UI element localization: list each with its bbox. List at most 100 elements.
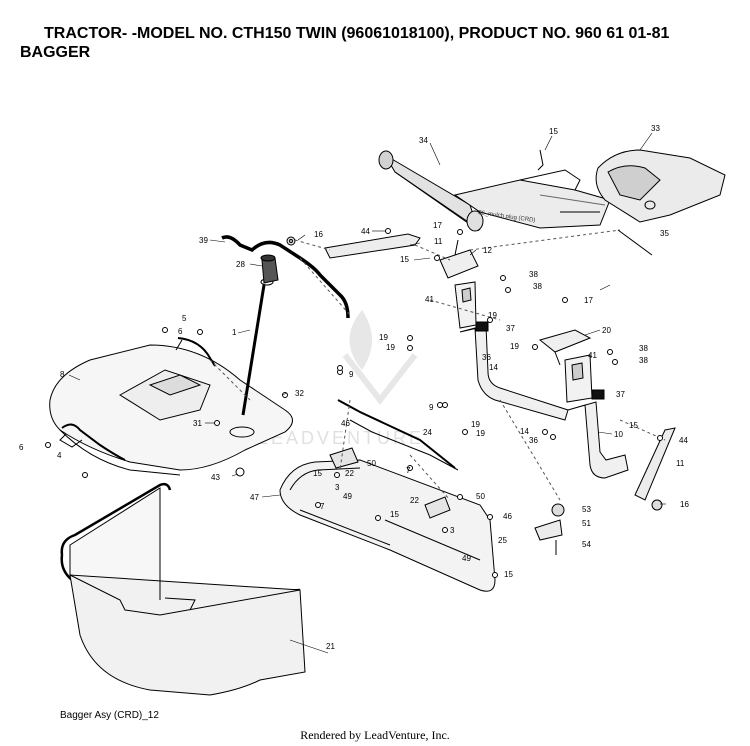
callout-33: 33 bbox=[651, 124, 660, 133]
chute-adapter[interactable] bbox=[453, 169, 611, 229]
callout-35: 35 bbox=[660, 229, 669, 238]
callout-46: 46 bbox=[341, 419, 350, 428]
callout-43: 43 bbox=[211, 473, 220, 482]
callout-47: 47 bbox=[250, 493, 259, 502]
callout-22b: 22 bbox=[410, 496, 419, 505]
callout-51: 51 bbox=[582, 519, 591, 528]
cam-lever[interactable] bbox=[534, 503, 565, 555]
latch-handle-left[interactable] bbox=[59, 423, 126, 461]
callout-34: 34 bbox=[419, 136, 428, 145]
callout-6b: 6 bbox=[19, 443, 24, 452]
callout-49: 49 bbox=[343, 492, 352, 501]
callout-16b: 16 bbox=[680, 500, 689, 509]
callout-14b: 14 bbox=[520, 427, 529, 436]
grass-bag[interactable] bbox=[60, 482, 306, 696]
callout-3: 3 bbox=[335, 483, 340, 492]
bumper-upper[interactable] bbox=[475, 321, 489, 332]
callout-11b: 11 bbox=[676, 459, 685, 468]
bracket-top[interactable] bbox=[324, 233, 421, 259]
page-title: TRACTOR- -MODEL NO. CTH150 TWIN (9606101… bbox=[20, 24, 740, 62]
callout-53: 53 bbox=[582, 505, 591, 514]
callout-50: 50 bbox=[367, 459, 376, 468]
callout-36: 36 bbox=[482, 353, 491, 362]
callout-44b: 44 bbox=[679, 436, 688, 445]
frame-tube-right[interactable] bbox=[564, 354, 629, 479]
callout-9b: 9 bbox=[429, 403, 434, 412]
callout-41: 41 bbox=[425, 295, 434, 304]
wire-handle[interactable] bbox=[221, 235, 350, 319]
assembly-lines bbox=[209, 229, 666, 501]
callout-24: 24 bbox=[423, 428, 432, 437]
callout-17b: 17 bbox=[584, 296, 593, 305]
nut-right[interactable] bbox=[651, 499, 663, 511]
callout-19f: 19 bbox=[476, 429, 485, 438]
callout-12: 12 bbox=[483, 246, 492, 255]
bumper-lower[interactable] bbox=[591, 389, 605, 400]
pin-35[interactable] bbox=[617, 229, 653, 256]
frame-tube-left[interactable] bbox=[454, 281, 569, 421]
callout-41b: 41 bbox=[588, 351, 597, 360]
discharge-tube[interactable] bbox=[378, 150, 484, 232]
callout-32: 32 bbox=[295, 389, 304, 398]
callout-21: 21 bbox=[326, 642, 335, 651]
callout-46b: 46 bbox=[503, 512, 512, 521]
clip-pin-top[interactable] bbox=[537, 149, 544, 171]
latch-handle-top[interactable] bbox=[175, 337, 216, 367]
callout-19d: 19 bbox=[510, 342, 519, 351]
callout-15: 15 bbox=[549, 127, 558, 136]
callout-5: 5 bbox=[182, 314, 187, 323]
callout-28: 28 bbox=[236, 260, 245, 269]
callout-17: 17 bbox=[433, 221, 442, 230]
callout-50b: 50 bbox=[476, 492, 485, 501]
callout-15b: 15 bbox=[400, 255, 409, 264]
footer-credit: Rendered by LeadVenture, Inc. bbox=[300, 728, 450, 742]
callout-38b: 38 bbox=[533, 282, 542, 291]
handle-grip[interactable] bbox=[260, 254, 279, 284]
callout-37: 37 bbox=[506, 324, 515, 333]
callout-19b: 19 bbox=[379, 333, 388, 342]
callout-10: 10 bbox=[614, 430, 623, 439]
callout-38d: 38 bbox=[639, 356, 648, 365]
latch-bracket[interactable] bbox=[439, 239, 479, 279]
callout-49b: 49 bbox=[462, 554, 471, 563]
callout-1: 1 bbox=[232, 328, 237, 337]
watermark-logo bbox=[342, 310, 418, 405]
callout-7b: 7 bbox=[320, 502, 325, 511]
nut-top[interactable] bbox=[286, 236, 296, 246]
lower-frame[interactable] bbox=[279, 459, 496, 592]
pivot-bracket[interactable] bbox=[329, 447, 451, 519]
callout-3b: 3 bbox=[450, 526, 455, 535]
callout-14: 14 bbox=[489, 363, 498, 372]
callout-36b: 36 bbox=[529, 436, 538, 445]
bracket-20[interactable] bbox=[538, 329, 592, 366]
callout-38: 38 bbox=[529, 270, 538, 279]
callout-6: 6 bbox=[178, 327, 183, 336]
callout-16: 16 bbox=[314, 230, 323, 239]
title-assembly-line: BAGGER bbox=[20, 44, 91, 61]
callout-31: 31 bbox=[193, 419, 202, 428]
title-model-line: TRACTOR- -MODEL NO. CTH150 TWIN (9606101… bbox=[44, 25, 670, 42]
callout-9: 9 bbox=[349, 370, 354, 379]
cross-bar-lower[interactable] bbox=[349, 419, 459, 471]
diagram-caption: Bagger Asy (CRD)_12 bbox=[60, 710, 159, 721]
callout-39: 39 bbox=[199, 236, 208, 245]
callout-19c: 19 bbox=[386, 343, 395, 352]
callout-4: 4 bbox=[57, 451, 62, 460]
callout-54: 54 bbox=[582, 540, 591, 549]
callout-19: 19 bbox=[488, 311, 497, 320]
callout-22: 22 bbox=[345, 469, 354, 478]
bolts[interactable] bbox=[45, 228, 663, 578]
bracket-right[interactable] bbox=[634, 427, 676, 501]
callout-44: 44 bbox=[361, 227, 370, 236]
callout-7: 7 bbox=[406, 466, 411, 475]
watermark-text: LEADVENTURE bbox=[258, 428, 424, 448]
callout-25: 25 bbox=[498, 536, 507, 545]
chute-housing[interactable] bbox=[595, 149, 726, 223]
callout-leaders bbox=[68, 132, 666, 654]
callout-8: 8 bbox=[60, 370, 65, 379]
callout-15f: 15 bbox=[504, 570, 513, 579]
callout-37b: 37 bbox=[616, 390, 625, 399]
bagger-cover[interactable] bbox=[49, 344, 293, 476]
callout-11: 11 bbox=[434, 237, 443, 246]
